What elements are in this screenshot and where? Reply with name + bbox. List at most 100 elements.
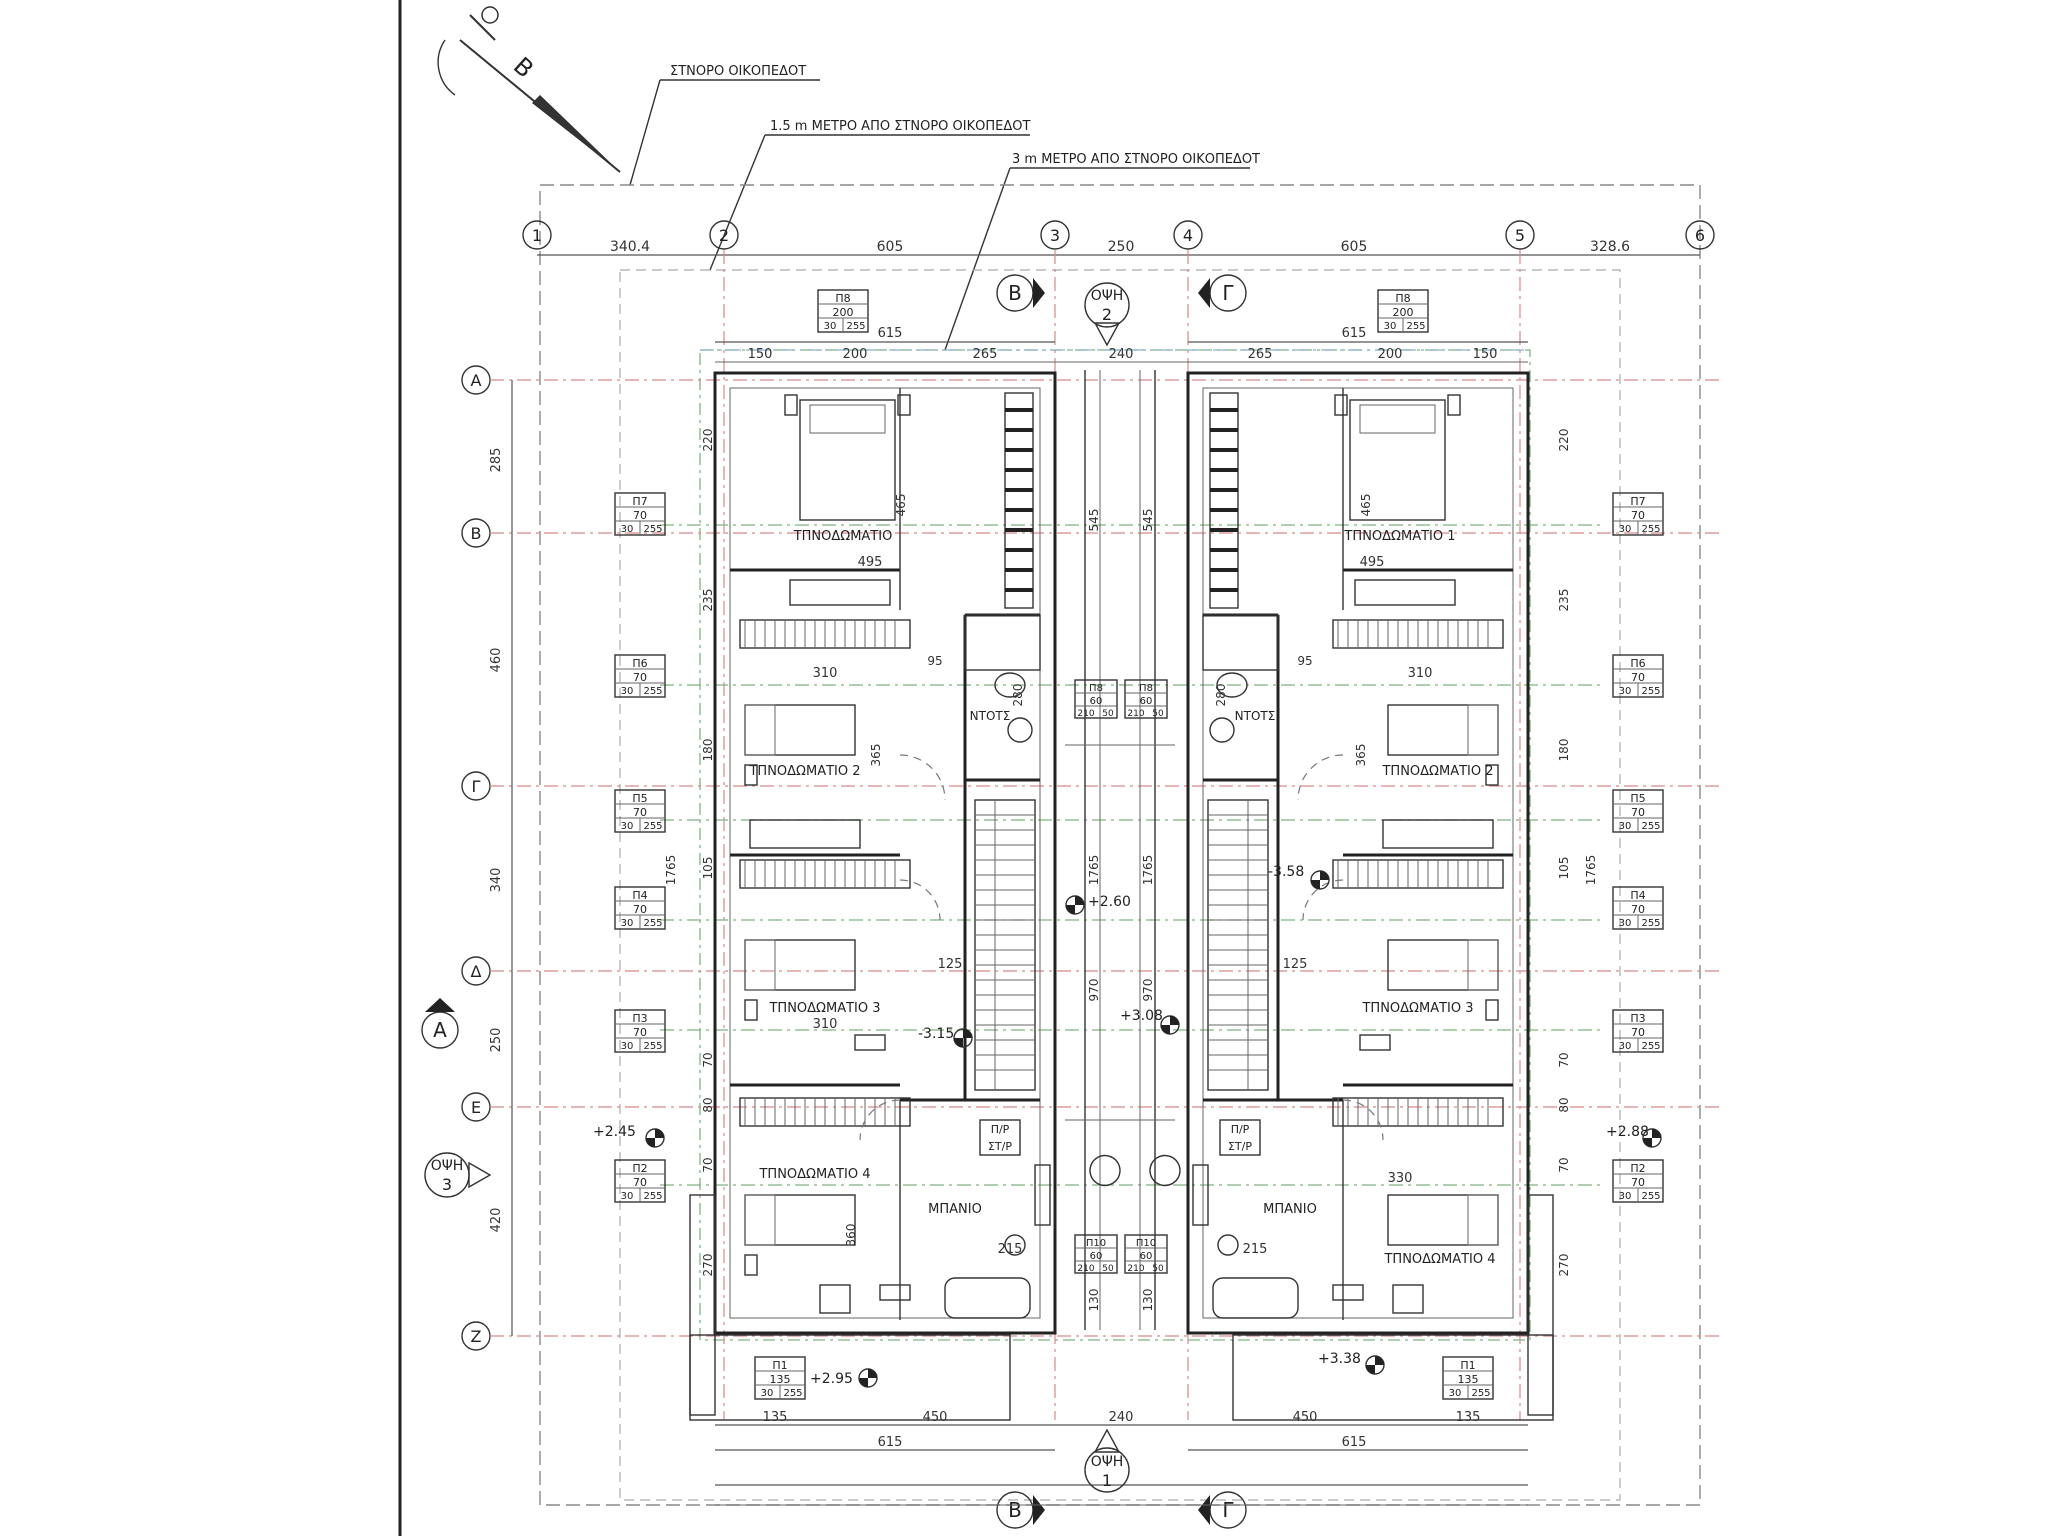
- svg-text:Γ: Γ: [1222, 281, 1234, 305]
- room-label-bed2-right: ΤΠΝΟΔΩΜΑΤΙΟ 2: [1381, 764, 1493, 779]
- svg-text:135: 135: [763, 1410, 788, 1425]
- svg-text:420: 420: [489, 1208, 504, 1233]
- section-markers: B Γ B Γ A: [421, 274, 1247, 1529]
- svg-text:B: B: [471, 524, 482, 543]
- svg-text:465: 465: [894, 494, 908, 517]
- svg-text:255: 255: [1641, 686, 1660, 697]
- svg-text:328.6: 328.6: [1590, 239, 1630, 255]
- svg-text:330: 330: [1388, 1171, 1413, 1186]
- svg-text:615: 615: [1342, 326, 1367, 341]
- svg-text:80: 80: [701, 1097, 715, 1112]
- svg-text:255: 255: [1641, 918, 1660, 929]
- svg-text:Π1: Π1: [772, 1359, 787, 1372]
- svg-text:70: 70: [1631, 509, 1645, 522]
- grid-col-6: 6: [1685, 220, 1715, 250]
- note-boundary: ΣΤΝΟΡΟ ΟΙΚΟΠΕΔΟΤ: [670, 64, 806, 79]
- svg-text:280: 280: [1011, 684, 1025, 707]
- svg-text:210: 210: [1077, 1264, 1094, 1274]
- svg-text:310: 310: [813, 666, 838, 681]
- svg-text:2: 2: [719, 226, 729, 245]
- svg-text:B: B: [1008, 1498, 1022, 1522]
- grid-col-3: 3: [1040, 220, 1070, 250]
- svg-text:Π2: Π2: [632, 1162, 647, 1175]
- room-label-bed1-right: ΤΠΝΟΔΩΜΑΤΙΟ 1: [1343, 529, 1455, 544]
- svg-text:30: 30: [621, 821, 634, 832]
- svg-text:605: 605: [1341, 239, 1368, 255]
- level-marker-1: +2.60: [1065, 894, 1131, 915]
- svg-text:365: 365: [869, 744, 883, 767]
- svg-text:465: 465: [1359, 494, 1373, 517]
- grid-row-d: Δ: [461, 956, 491, 986]
- svg-text:135: 135: [1458, 1373, 1479, 1386]
- svg-text:Π6: Π6: [632, 657, 647, 670]
- svg-text:-3.15: -3.15: [918, 1026, 954, 1042]
- svg-text:60: 60: [1090, 696, 1103, 707]
- svg-text:285: 285: [489, 448, 504, 473]
- grid-row-z: Z: [461, 1321, 491, 1351]
- svg-text:+3.08: +3.08: [1120, 1008, 1163, 1024]
- svg-text:460: 460: [489, 648, 504, 673]
- svg-text:605: 605: [877, 239, 904, 255]
- svg-text:3: 3: [442, 1175, 452, 1194]
- svg-text:80: 80: [1557, 1097, 1571, 1112]
- svg-text:70: 70: [633, 1176, 647, 1189]
- svg-text:30: 30: [621, 918, 634, 929]
- svg-text:360: 360: [844, 1224, 858, 1247]
- svg-text:615: 615: [878, 1435, 903, 1450]
- svg-text:180: 180: [1557, 739, 1571, 762]
- svg-text:250: 250: [489, 1028, 504, 1053]
- svg-text:Π8: Π8: [1395, 292, 1410, 305]
- svg-text:310: 310: [1408, 666, 1433, 681]
- svg-text:50: 50: [1152, 709, 1164, 719]
- svg-text:210: 210: [1127, 1264, 1144, 1274]
- svg-text:30: 30: [621, 524, 634, 535]
- svg-text:135: 135: [1456, 1410, 1481, 1425]
- grid-col-2: 2: [709, 220, 739, 250]
- plot-notes: ΣΤΝΟΡΟ ΟΙΚΟΠΕΔΟΤ 1.5 m ΜΕΤΡΟ ΑΠΟ ΣΤΝΟΡΟ …: [629, 64, 1260, 351]
- svg-text:60: 60: [1140, 1251, 1153, 1262]
- setback-line-3m: [699, 349, 1531, 1341]
- axis-lines: [490, 250, 1720, 1420]
- room-label-wc-left: ΝΤΟΤΣ: [970, 709, 1011, 723]
- grid-row-g: Γ: [461, 771, 491, 801]
- svg-text:Γ: Γ: [1222, 1498, 1234, 1522]
- svg-text:70: 70: [633, 509, 647, 522]
- svg-text:95: 95: [1297, 654, 1312, 668]
- svg-text:30: 30: [1619, 524, 1632, 535]
- svg-text:255: 255: [643, 1041, 662, 1052]
- svg-text:235: 235: [701, 589, 715, 612]
- svg-text:+2.45: +2.45: [593, 1124, 636, 1140]
- svg-text:200: 200: [1393, 306, 1414, 319]
- svg-text:2: 2: [1102, 305, 1112, 324]
- svg-text:255: 255: [1641, 1191, 1660, 1202]
- svg-text:970: 970: [1087, 979, 1101, 1002]
- level-markers: +2.60 -3.15 +3.08 -3.58 +2.45 +2.88 +2.9…: [593, 864, 1662, 1388]
- level-marker-5: +2.45: [593, 1124, 665, 1148]
- room-label-bath-right: ΜΠΑΝΙΟ: [1263, 1202, 1317, 1217]
- svg-text:30: 30: [1619, 918, 1632, 929]
- svg-text:255: 255: [643, 918, 662, 929]
- svg-text:3: 3: [1050, 226, 1060, 245]
- svg-text:340.4: 340.4: [610, 239, 650, 255]
- svg-text:270: 270: [1557, 1254, 1571, 1277]
- svg-text:30: 30: [1619, 821, 1632, 832]
- svg-text:125: 125: [1283, 957, 1308, 972]
- svg-text:180: 180: [701, 739, 715, 762]
- svg-text:30: 30: [1619, 1191, 1632, 1202]
- svg-text:70: 70: [1631, 1026, 1645, 1039]
- svg-text:30: 30: [621, 1191, 634, 1202]
- svg-text:135: 135: [770, 1373, 791, 1386]
- svg-text:255: 255: [643, 821, 662, 832]
- svg-text:ΟΨΗ: ΟΨΗ: [431, 1158, 464, 1174]
- svg-text:30: 30: [761, 1388, 774, 1399]
